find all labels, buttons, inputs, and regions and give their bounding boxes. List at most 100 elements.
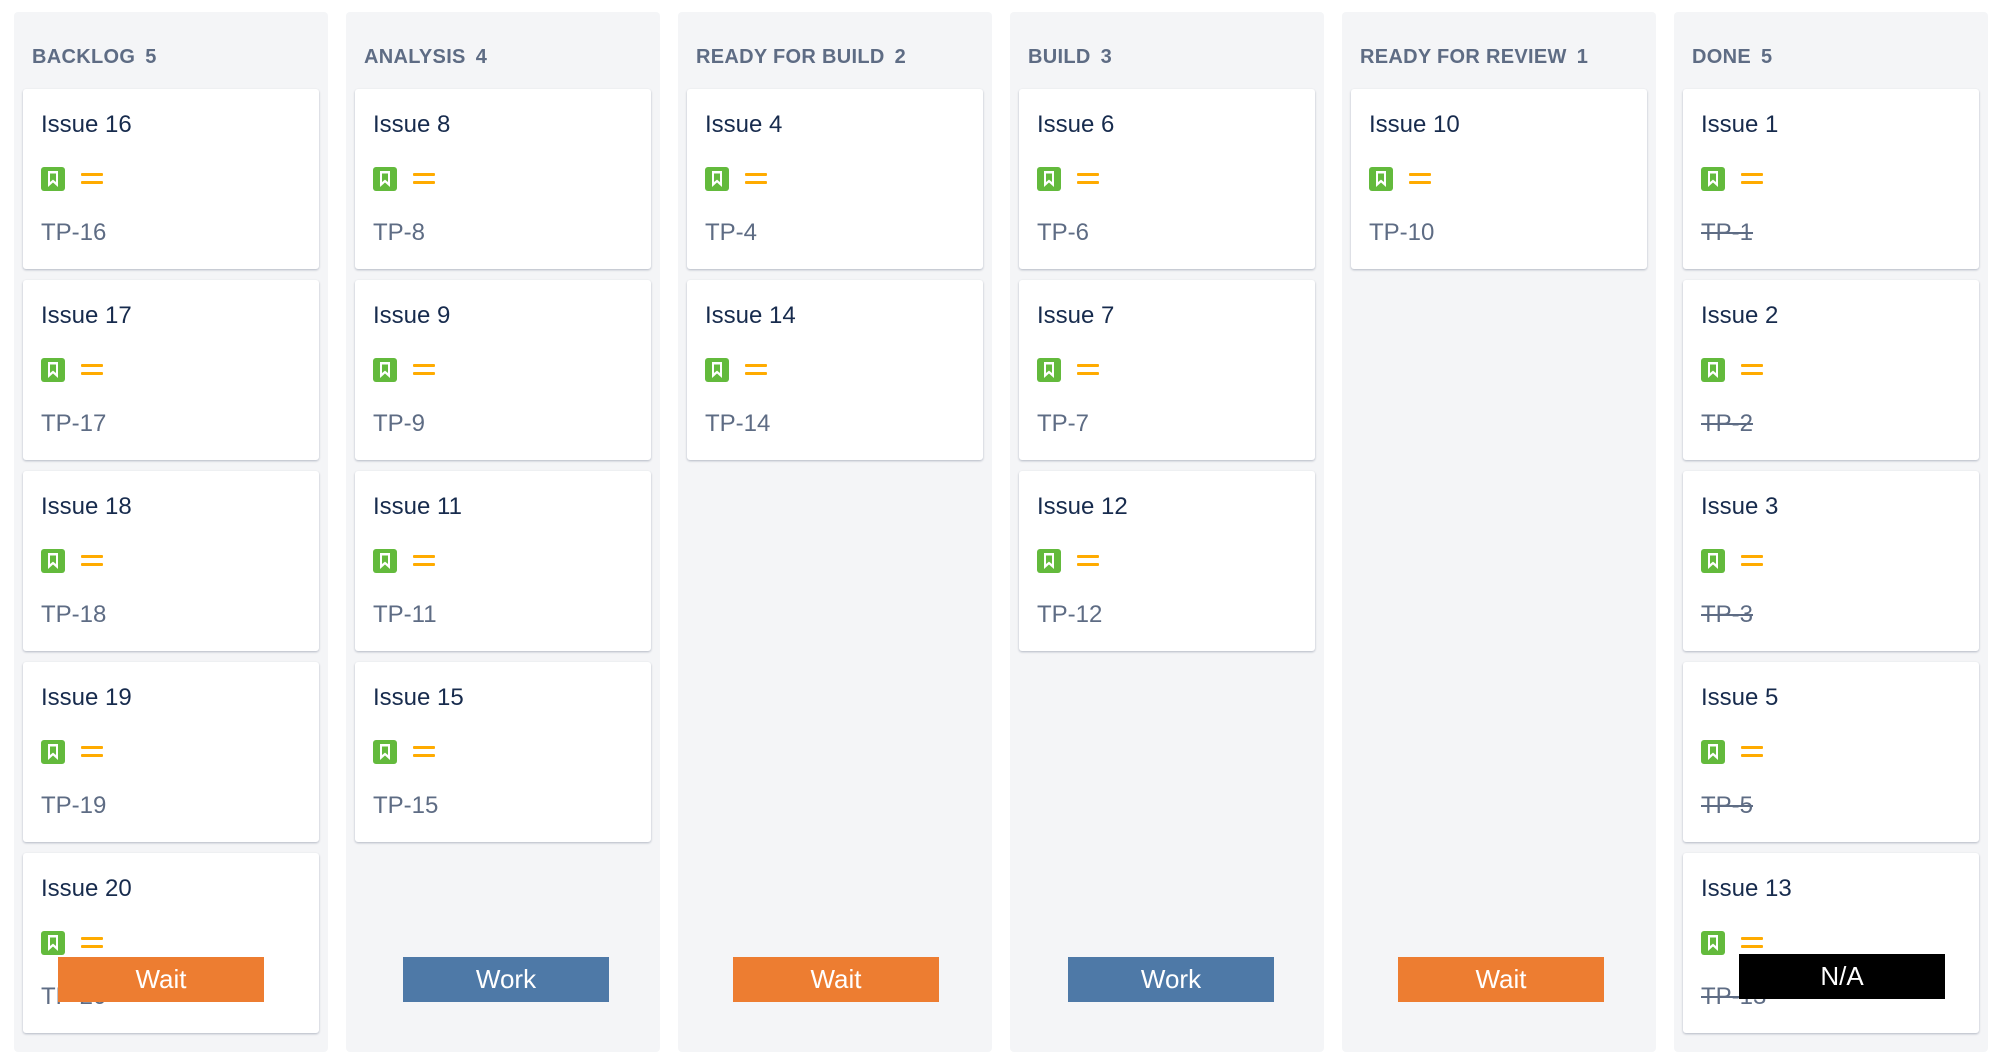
issue-key[interactable]: TP-10	[1369, 219, 1435, 246]
story-bookmark-icon	[705, 358, 729, 382]
priority-medium-icon	[745, 362, 767, 378]
issue-key[interactable]: TP-7	[1037, 410, 1090, 437]
priority-medium-icon	[81, 744, 103, 760]
priority-medium-icon	[1741, 553, 1763, 569]
issue-summary: Issue 6	[1037, 111, 1115, 138]
issue-card[interactable]: Issue 16 TP-16	[23, 89, 319, 269]
issue-key[interactable]: TP-6	[1037, 219, 1090, 246]
priority-medium-icon	[413, 553, 435, 569]
issue-summary: Issue 14	[705, 302, 796, 329]
issue-card[interactable]: Issue 6 TP-6	[1019, 89, 1315, 269]
issue-key[interactable]: TP-12	[1037, 601, 1103, 628]
wait-state-label: Wait	[733, 957, 939, 1002]
issue-key[interactable]: TP-1	[1701, 219, 1754, 246]
column-issue-count: 5	[145, 46, 157, 68]
priority-medium-icon	[413, 362, 435, 378]
issue-card[interactable]: Issue 8 TP-8	[355, 89, 651, 269]
issue-key[interactable]: TP-15	[373, 792, 439, 819]
issue-card[interactable]: Issue 5 TP-5	[1683, 662, 1979, 842]
issue-summary: Issue 16	[41, 111, 132, 138]
story-bookmark-icon	[1701, 549, 1725, 573]
issue-key[interactable]: TP-5	[1701, 792, 1754, 819]
issue-card[interactable]: Issue 14 TP-14	[687, 280, 983, 460]
priority-medium-icon	[81, 553, 103, 569]
priority-medium-icon	[1077, 362, 1099, 378]
priority-medium-icon	[1409, 171, 1431, 187]
issue-key[interactable]: TP-18	[41, 601, 107, 628]
story-bookmark-icon	[373, 167, 397, 191]
na-state-label: N/A	[1739, 954, 1945, 999]
wait-state-label: Wait	[58, 957, 264, 1002]
priority-medium-icon	[1741, 744, 1763, 760]
issue-key[interactable]: TP-8	[373, 219, 426, 246]
issue-card[interactable]: Issue 18 TP-18	[23, 471, 319, 651]
issue-key[interactable]: TP-4	[705, 219, 758, 246]
story-bookmark-icon	[1701, 167, 1725, 191]
story-bookmark-icon	[41, 549, 65, 573]
column-title: BACKLOG	[32, 46, 136, 68]
issue-summary: Issue 3	[1701, 493, 1779, 520]
issue-summary: Issue 19	[41, 684, 132, 711]
issue-key[interactable]: TP-3	[1701, 601, 1754, 628]
priority-medium-icon	[413, 744, 435, 760]
issue-summary: Issue 9	[373, 302, 451, 329]
priority-medium-icon	[1077, 553, 1099, 569]
issue-key[interactable]: TP-2	[1701, 410, 1754, 437]
story-bookmark-icon	[1701, 358, 1725, 382]
issue-key[interactable]: TP-11	[373, 601, 437, 628]
issue-summary: Issue 4	[705, 111, 783, 138]
issue-key[interactable]: TP-14	[705, 410, 771, 437]
column-title: READY FOR REVIEW	[1360, 46, 1567, 68]
issue-summary: Issue 5	[1701, 684, 1779, 711]
work-state-label: Work	[1068, 957, 1274, 1002]
story-bookmark-icon	[705, 167, 729, 191]
story-bookmark-icon	[1701, 740, 1725, 764]
issue-key[interactable]: TP-16	[41, 219, 107, 246]
story-bookmark-icon	[1369, 167, 1393, 191]
issue-card[interactable]: Issue 3 TP-3	[1683, 471, 1979, 651]
issue-key[interactable]: TP-17	[41, 410, 107, 437]
priority-medium-icon	[413, 171, 435, 187]
issue-card[interactable]: Issue 17 TP-17	[23, 280, 319, 460]
story-bookmark-icon	[41, 740, 65, 764]
issue-card[interactable]: Issue 4 TP-4	[687, 89, 983, 269]
story-bookmark-icon	[373, 549, 397, 573]
issue-summary: Issue 17	[41, 302, 132, 329]
priority-medium-icon	[1741, 171, 1763, 187]
column-issue-count: 5	[1760, 46, 1773, 68]
issue-card[interactable]: Issue 19 TP-19	[23, 662, 319, 842]
issue-summary: Issue 8	[373, 111, 451, 138]
priority-medium-icon	[81, 362, 103, 378]
issue-summary: Issue 18	[41, 493, 132, 520]
story-bookmark-icon	[1037, 167, 1061, 191]
issue-card[interactable]: Issue 20TP-20	[23, 853, 319, 1033]
issue-key[interactable]: TP-9	[373, 410, 426, 437]
column-header: DONE 5	[1692, 46, 1772, 69]
priority-medium-icon	[1741, 935, 1763, 951]
column-issue-count: 2	[894, 46, 907, 68]
priority-medium-icon	[81, 935, 103, 951]
column-header: BACKLOG 5	[32, 46, 157, 69]
issue-card[interactable]: Issue 12 TP-12	[1019, 471, 1315, 651]
issue-key[interactable]: TP-19	[41, 792, 107, 819]
issue-summary: Issue 12	[1037, 493, 1128, 520]
issue-summary: Issue 20	[41, 875, 132, 902]
column-title: ANALYSIS	[364, 46, 466, 68]
issue-card[interactable]: Issue 9 TP-9	[355, 280, 651, 460]
column-issue-count: 4	[475, 46, 488, 68]
story-bookmark-icon	[1037, 549, 1061, 573]
column-title: DONE	[1692, 46, 1751, 68]
priority-medium-icon	[745, 171, 767, 187]
